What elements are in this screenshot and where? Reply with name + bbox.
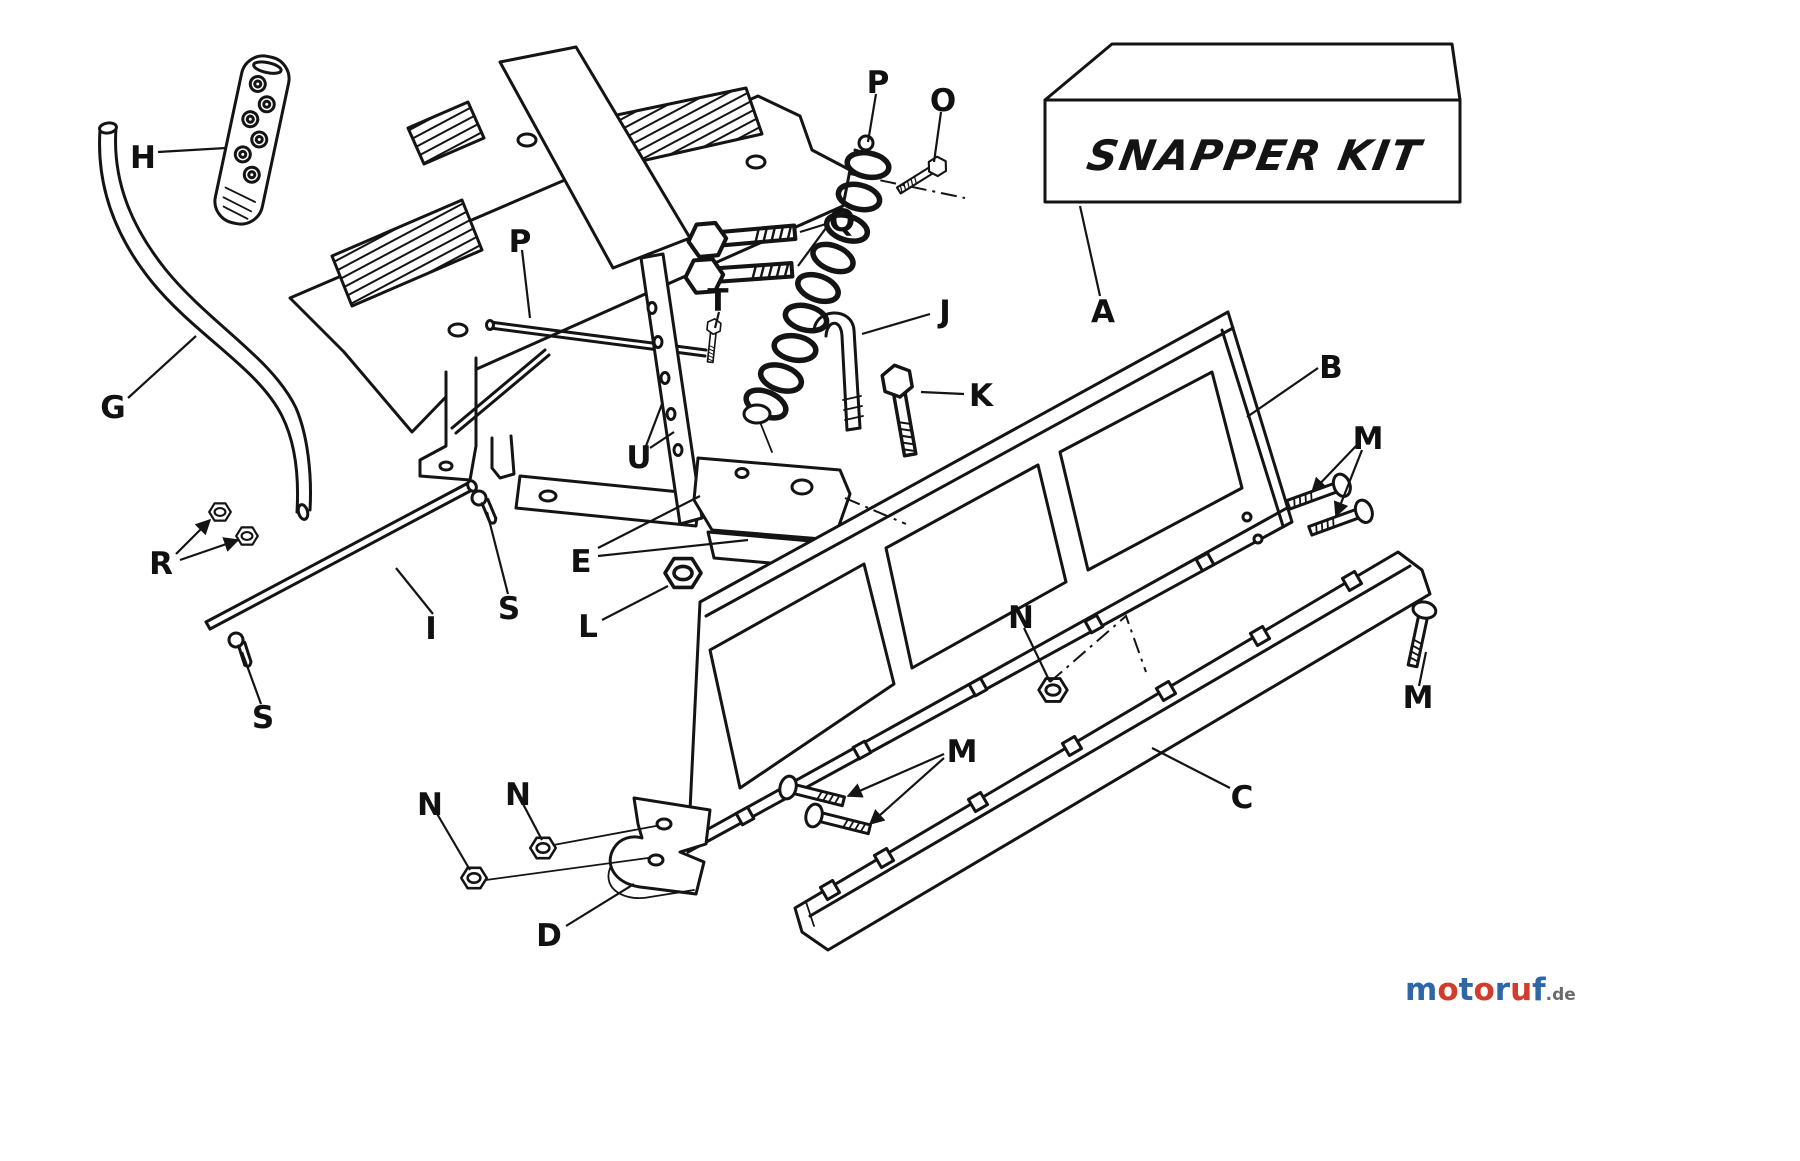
hex-nut-r1	[208, 502, 232, 522]
skid-bracket	[485, 796, 712, 899]
clevis-pin-s1	[466, 488, 502, 526]
hex-nut-r2	[235, 526, 259, 546]
blade-window-left	[708, 562, 896, 790]
leader-lines	[127, 93, 1428, 927]
callout-k: K	[969, 378, 994, 414]
kit-box: SNAPPER KIT	[1043, 42, 1462, 204]
logo-letter: u	[1510, 972, 1533, 1008]
lift-bar	[639, 252, 704, 526]
callout-a: A	[1091, 294, 1115, 330]
frame-leg	[418, 356, 478, 482]
callout-s-2: S	[252, 700, 274, 736]
j-bolt	[812, 311, 864, 432]
blade-window-right	[1058, 370, 1244, 572]
drawbar	[514, 474, 702, 528]
clevis-pin-s2	[221, 629, 259, 669]
logo-letter: f	[1532, 972, 1546, 1008]
hex-nut-n3	[459, 866, 489, 890]
frame-leg-small	[490, 434, 516, 480]
logo-letter: r	[1494, 972, 1511, 1008]
callout-g: G	[100, 390, 125, 426]
callout-r: R	[149, 546, 173, 582]
handle-grip	[213, 54, 291, 226]
hex-bolt-k	[879, 361, 926, 459]
callout-s-1: S	[498, 591, 520, 627]
hex-nut-n1	[1037, 677, 1069, 703]
callout-c: C	[1231, 780, 1254, 816]
callout-m-2: M	[1403, 680, 1434, 716]
logo-letter: o	[1437, 972, 1459, 1008]
hitch-rod	[204, 479, 478, 631]
vent-hatch-left	[330, 198, 484, 308]
callout-q: Q	[829, 203, 855, 239]
hex-nut-n2	[528, 836, 558, 860]
lift-chain	[742, 134, 892, 425]
logo-suffix: .de	[1545, 985, 1576, 1005]
chain-eye	[742, 403, 772, 425]
bolt-axis-line	[547, 825, 657, 847]
logo-letter: t	[1458, 972, 1474, 1008]
chain-clip-pin	[857, 134, 875, 152]
callout-n-1: N	[1008, 600, 1034, 636]
callout-j: J	[937, 294, 951, 330]
lift-handle-rod	[98, 121, 312, 521]
scraper-bar	[793, 550, 1432, 952]
hex-bolt-q2	[684, 254, 793, 294]
hex-nut-l	[663, 556, 703, 590]
callout-b: B	[1319, 350, 1343, 386]
tractor-frame	[288, 45, 852, 528]
callout-n-2: N	[505, 777, 531, 813]
bolt-axis-line	[485, 857, 649, 881]
callout-n-3: N	[417, 787, 443, 823]
callout-e: E	[570, 544, 591, 580]
logo-letter: o	[1473, 972, 1495, 1008]
hitch-plate-upper	[692, 456, 852, 542]
callout-h: H	[130, 140, 156, 176]
hex-bolt-o	[893, 153, 952, 199]
blade-window-middle	[884, 463, 1068, 670]
callout-m-3: M	[947, 734, 978, 770]
callout-p-2: P	[509, 224, 532, 260]
callout-p-1: P	[867, 65, 890, 101]
motoruf-logo: motoruf.de	[1405, 975, 1576, 1006]
phantom-lines	[844, 173, 1147, 683]
callout-o: O	[930, 83, 956, 119]
callout-m-1: M	[1353, 421, 1384, 457]
logo-letter: m	[1405, 972, 1438, 1008]
callout-t: T	[707, 283, 728, 319]
vent-hatch-top	[406, 100, 486, 166]
carriage-bolt-m1a	[1282, 470, 1355, 518]
callout-i: I	[425, 611, 437, 647]
lift-rod-pin-hole	[485, 319, 495, 331]
carriage-bolt-m3b	[802, 800, 874, 842]
carriage-bolt-m2	[1399, 598, 1439, 670]
part-callouts: A B C D E G H I J K L M M M N N N O P P …	[100, 65, 1433, 954]
callout-l: L	[578, 609, 598, 645]
kit-box-label: SNAPPER KIT	[1083, 131, 1427, 180]
callout-d: D	[536, 918, 562, 954]
callout-u: U	[626, 440, 651, 476]
plow-blade	[686, 310, 1294, 854]
